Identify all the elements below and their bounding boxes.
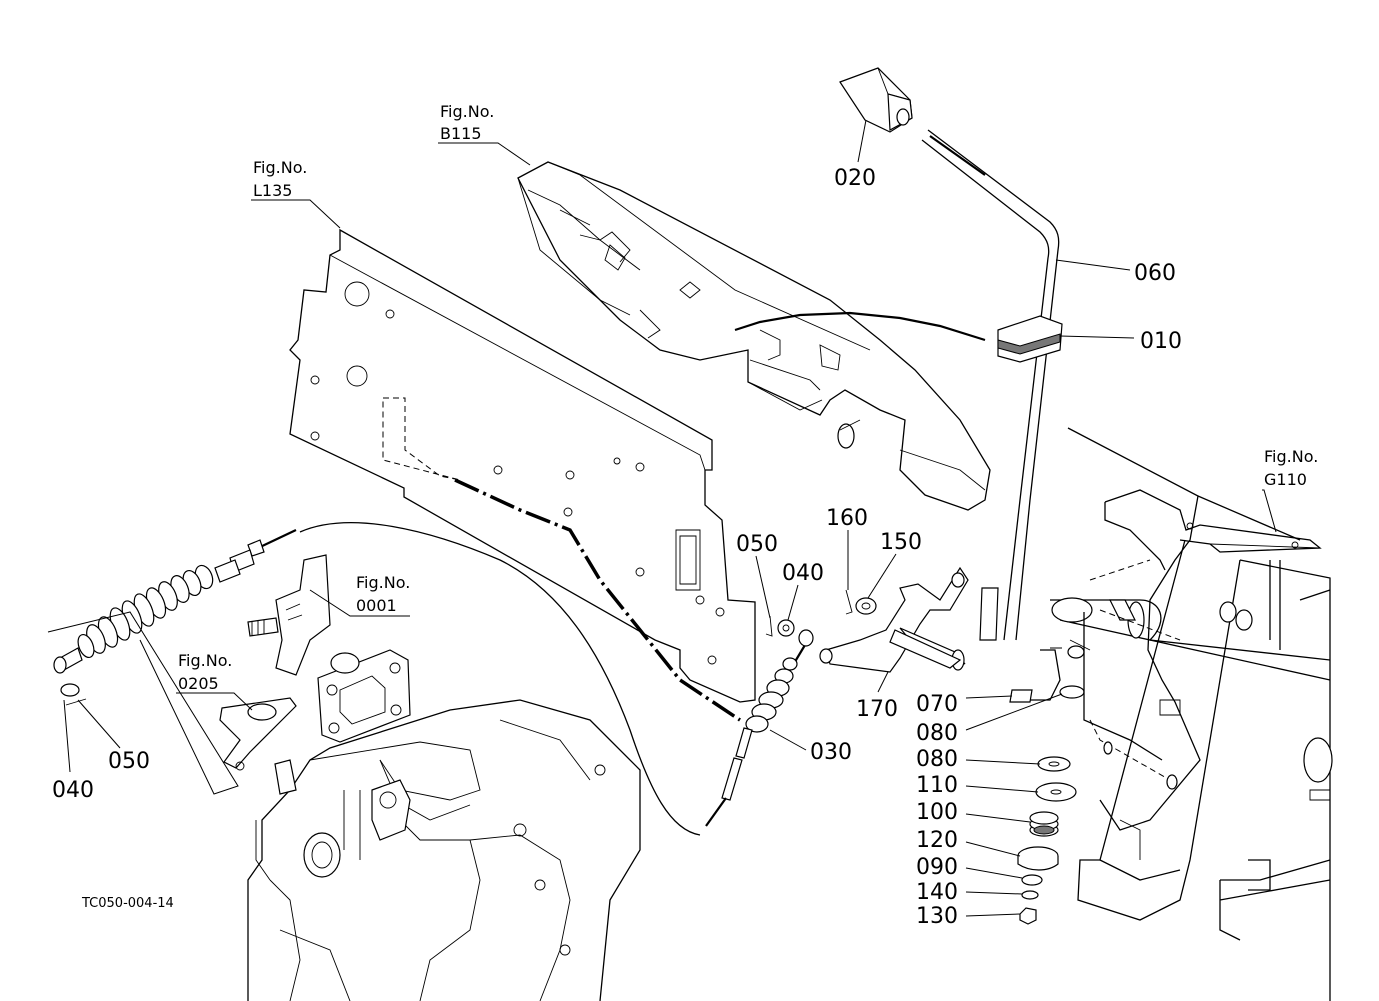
callout-040-mid: 040 bbox=[782, 561, 824, 621]
spring-100 bbox=[1029, 811, 1059, 837]
part-number-label: 110 bbox=[916, 773, 958, 798]
callout-060: 060 bbox=[1055, 259, 1176, 286]
drawing-code: TC050-004-14 bbox=[81, 896, 174, 911]
callout-030: 030 bbox=[769, 729, 852, 765]
callout-080-b: 080 bbox=[916, 747, 1041, 772]
rubber-boot-left bbox=[77, 564, 214, 659]
callout-010: 010 bbox=[1059, 329, 1182, 354]
fig-ref-label: Fig.No. bbox=[356, 573, 410, 592]
switch-bracket-part bbox=[219, 697, 297, 795]
callout-140: 140 bbox=[916, 880, 1023, 905]
fig-ref-label: Fig.No. bbox=[253, 158, 307, 177]
fig-ref-number: G110 bbox=[1264, 470, 1307, 489]
callout-130: 130 bbox=[916, 904, 1021, 929]
fig-ref-0001: Fig.No. 0001 bbox=[309, 573, 410, 617]
callout-040-left: 040 bbox=[52, 699, 94, 803]
callout-100: 100 bbox=[916, 800, 1031, 825]
fig-ref-0205: Fig.No. 0205 bbox=[176, 651, 253, 711]
callout-120: 120 bbox=[916, 828, 1021, 857]
cable-bracket-housing bbox=[247, 554, 411, 743]
part-number-label: 040 bbox=[782, 561, 824, 586]
fig-ref-b115: Fig.No. B115 bbox=[438, 102, 531, 166]
part-number-label: 030 bbox=[810, 740, 852, 765]
part-number-label: 130 bbox=[916, 904, 958, 929]
cable-030 bbox=[705, 629, 814, 827]
fig-ref-g110: Fig.No. G110 bbox=[1262, 447, 1318, 533]
callout-150: 150 bbox=[867, 530, 922, 599]
part-number-label: 150 bbox=[880, 530, 922, 555]
panel-b115 bbox=[517, 161, 991, 511]
part-number-label: 070 bbox=[916, 692, 958, 717]
arm-170 bbox=[819, 566, 969, 673]
part-number-label: 090 bbox=[916, 855, 958, 880]
part-number-label: 170 bbox=[856, 697, 898, 722]
part-number-label: 060 bbox=[1134, 261, 1176, 286]
part-number-label: 140 bbox=[916, 880, 958, 905]
callout-020: 020 bbox=[834, 119, 876, 191]
part-number-label: 160 bbox=[826, 506, 868, 531]
fig-ref-label: Fig.No. bbox=[1264, 447, 1318, 466]
part-number-label: 020 bbox=[834, 166, 876, 191]
part-number-label: 100 bbox=[916, 800, 958, 825]
fig-ref-label: Fig.No. bbox=[178, 651, 232, 670]
fig-ref-number: B115 bbox=[440, 124, 482, 143]
part-number-label: 010 bbox=[1140, 329, 1182, 354]
part-number-label: 050 bbox=[736, 532, 778, 557]
part-number-label: 040 bbox=[52, 778, 94, 803]
callout-110: 110 bbox=[916, 773, 1039, 798]
part-number-label: 120 bbox=[916, 828, 958, 853]
part-number-label: 080 bbox=[916, 721, 958, 746]
frame-g110 bbox=[1009, 427, 1333, 1001]
fig-ref-label: Fig.No. bbox=[440, 102, 494, 121]
engine-block-drawing bbox=[247, 699, 641, 1001]
left-cable-group-bracket bbox=[47, 611, 239, 795]
callout-080-a: 080 bbox=[916, 693, 1063, 746]
part-number-label: 050 bbox=[108, 749, 150, 774]
callout-050-mid: 050 bbox=[736, 532, 778, 619]
callout-170: 170 bbox=[856, 671, 898, 722]
callout-070: 070 bbox=[916, 692, 1013, 717]
callout-090: 090 bbox=[916, 855, 1023, 880]
callout-050-left: 050 bbox=[77, 699, 150, 774]
side-panel-l135 bbox=[289, 228, 756, 722]
fig-ref-number: L135 bbox=[253, 181, 292, 200]
hand-lever bbox=[839, 67, 1063, 641]
washer-stack bbox=[1017, 756, 1077, 925]
callout-160: 160 bbox=[826, 506, 868, 590]
fig-ref-l135: Fig.No. L135 bbox=[251, 158, 341, 229]
fig-ref-number: 0205 bbox=[178, 674, 219, 693]
part-number-label: 080 bbox=[916, 747, 958, 772]
fig-ref-number: 0001 bbox=[356, 596, 397, 615]
accelerator-cable-left bbox=[53, 522, 701, 836]
small-fasteners bbox=[60, 589, 877, 706]
